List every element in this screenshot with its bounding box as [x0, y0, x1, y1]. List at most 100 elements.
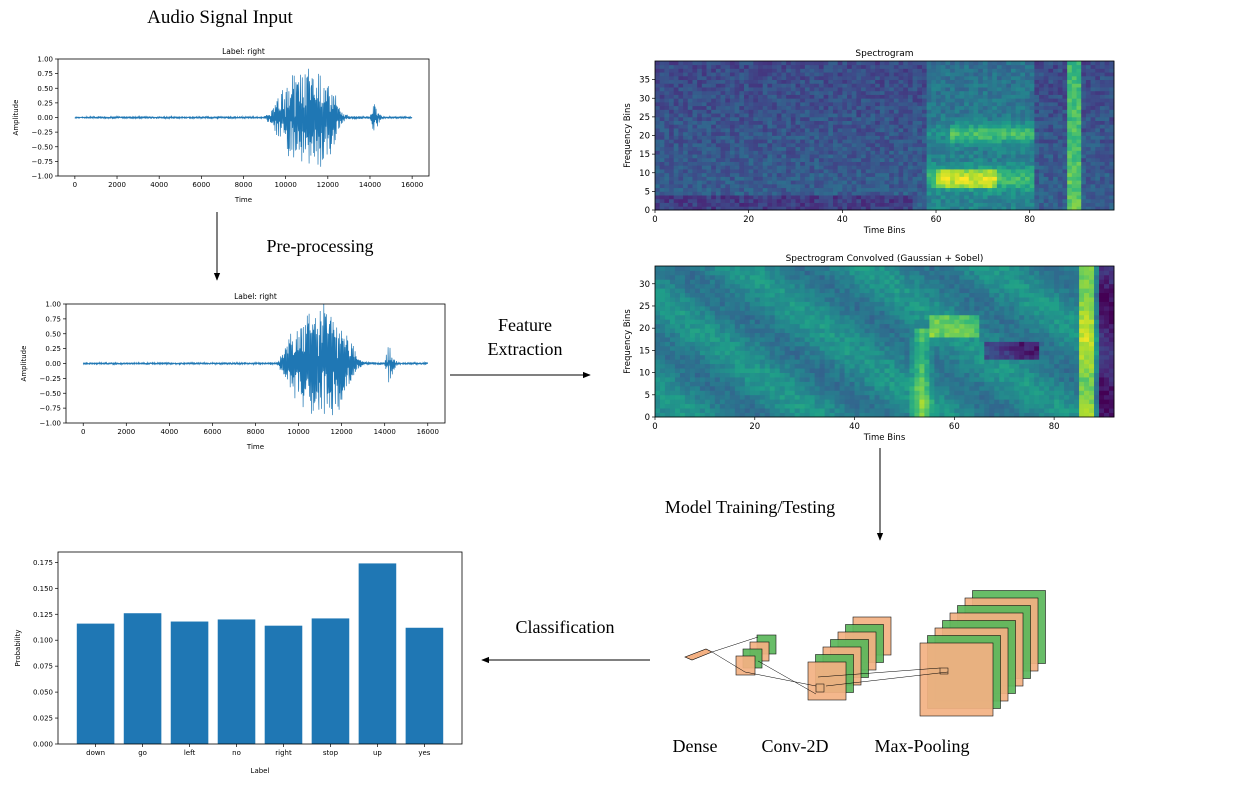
stage-label-feature-2: Extraction: [488, 339, 563, 359]
bar-yes: [405, 627, 444, 744]
x-axis-label: Label: [251, 767, 270, 775]
y-tick-label: 35: [639, 76, 650, 86]
bar-left: [170, 621, 209, 744]
y-tick-label: −0.75: [40, 405, 61, 413]
x-tick-label: 8000: [235, 181, 253, 189]
y-tick-label: −0.50: [32, 143, 53, 151]
x-tick-label: 4000: [150, 181, 168, 189]
x-tick-label: 6000: [204, 428, 222, 436]
y-tick-label: 0.125: [33, 611, 53, 619]
dense-wedge: [684, 648, 713, 661]
x-tick-label: down: [86, 749, 105, 757]
y-tick-label: −0.75: [32, 158, 53, 166]
y-tick-label: 20: [639, 324, 650, 334]
x-tick-label: 40: [849, 422, 860, 432]
y-tick-label: 0.25: [37, 99, 53, 107]
connector-line: [711, 651, 746, 673]
y-tick-label: 1.00: [45, 301, 61, 309]
stage-label-preprocessing: Pre-processing: [267, 236, 374, 256]
x-tick-label: 0: [81, 428, 85, 436]
y-tick-label: 0.050: [33, 689, 53, 697]
y-tick-label: 1.00: [37, 56, 53, 64]
x-tick-label: right: [275, 749, 292, 757]
layer-label-conv2d: Conv-2D: [762, 736, 829, 756]
y-axis-label: Amplitude: [20, 346, 28, 382]
x-tick-label: 16000: [401, 181, 423, 189]
x-tick-label: 60: [949, 422, 960, 432]
x-tick-label: 80: [1024, 215, 1035, 225]
y-tick-label: −1.00: [40, 420, 61, 428]
y-tick-label: −0.25: [40, 375, 61, 383]
connector-line: [744, 671, 817, 687]
chart-title: Spectrogram: [855, 49, 913, 59]
y-tick-label: 5: [645, 187, 650, 197]
x-tick-label: stop: [323, 749, 339, 757]
x-tick-label: no: [232, 749, 241, 757]
y-tick-label: 25: [639, 302, 650, 312]
waveform-line: [82, 303, 429, 416]
y-tick-label: 0.75: [37, 70, 53, 78]
x-tick-label: yes: [418, 749, 430, 757]
plot-frame: [57, 551, 463, 745]
x-tick-label: 8000: [247, 428, 265, 436]
y-tick-label: −0.25: [32, 129, 53, 137]
x-tick-label: 0: [73, 181, 77, 189]
y-tick-label: 0.50: [45, 330, 61, 338]
x-tick-label: 4000: [160, 428, 178, 436]
y-tick-label: 15: [639, 150, 650, 160]
x-tick-label: 14000: [374, 428, 396, 436]
y-tick-label: 0.000: [33, 741, 53, 749]
heatmap-cells: [655, 266, 1115, 418]
y-tick-label: 0.00: [37, 114, 53, 122]
connector-line: [817, 667, 941, 678]
pool-map: [919, 642, 994, 717]
chart-title: Spectrogram Convolved (Gaussian + Sobel): [786, 254, 984, 264]
x-tick-label: 12000: [330, 428, 352, 436]
y-tick-label: 0.75: [45, 315, 61, 323]
y-tick-label: 0.100: [33, 637, 53, 645]
cnn-illustration: [684, 590, 1046, 717]
conv-map: [807, 661, 847, 701]
y-tick-label: 0: [645, 206, 650, 216]
x-tick-label: 2000: [117, 428, 135, 436]
waveform-line: [74, 68, 413, 167]
bar-down: [76, 623, 115, 744]
stage-label-classification: Classification: [516, 617, 615, 637]
x-axis-label: Time Bins: [863, 433, 906, 443]
y-tick-label: −1.00: [32, 173, 53, 181]
bar-right: [264, 625, 303, 744]
bar-stop: [311, 618, 350, 744]
x-tick-label: 14000: [359, 181, 381, 189]
y-tick-label: 0.50: [37, 85, 53, 93]
layer-label-dense: Dense: [673, 736, 718, 756]
x-tick-label: left: [184, 749, 196, 757]
y-axis-label: Probability: [14, 629, 22, 666]
y-tick-label: 5: [645, 391, 650, 401]
chart-title: Label: right: [222, 47, 265, 56]
y-tick-label: 0.25: [45, 345, 61, 353]
x-tick-label: 80: [1049, 422, 1060, 432]
x-tick-label: 60: [931, 215, 942, 225]
x-axis-label: Time: [246, 443, 264, 451]
bar-go: [123, 613, 162, 744]
x-tick-label: 20: [743, 215, 754, 225]
x-tick-label: 40: [837, 215, 848, 225]
heatmap-cells: [655, 61, 1115, 211]
y-tick-label: 25: [639, 113, 650, 123]
connector-line: [711, 636, 759, 653]
x-axis-label: Time: [234, 196, 252, 204]
kernel-box: [815, 683, 825, 693]
stage-label-feature-1: Feature: [498, 315, 552, 335]
x-axis-label: Time Bins: [863, 226, 906, 236]
y-tick-label: 0.175: [33, 559, 53, 567]
chart-title: Label: right: [234, 292, 277, 301]
pool-window: [939, 667, 949, 675]
x-tick-label: 12000: [317, 181, 339, 189]
x-tick-label: 0: [652, 422, 657, 432]
